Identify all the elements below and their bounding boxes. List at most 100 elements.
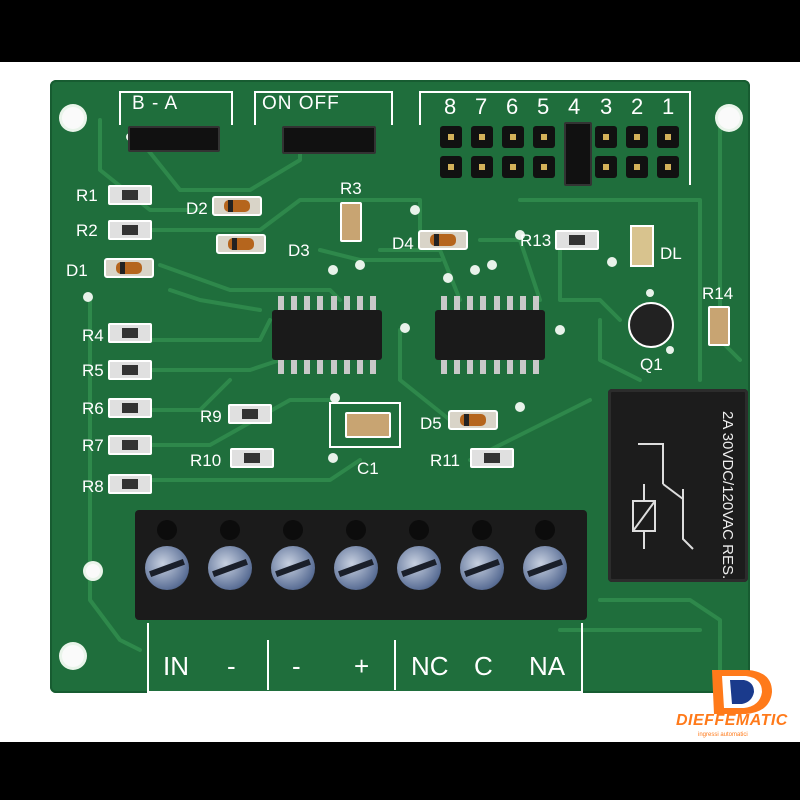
mounting-hole [62,107,84,129]
label-r3: R3 [340,179,362,198]
diode-d3 [216,234,266,254]
header-jumper[interactable] [564,122,592,186]
diode-d5 [448,410,498,430]
terminal-tab [409,520,429,540]
label-r9: R9 [200,407,222,426]
diode-d2 [212,196,262,216]
screw-terminal-block [135,510,587,620]
header-number: 8 [444,94,457,119]
resistor-r3 [340,202,362,242]
header-pin [595,126,617,148]
label-d1: D1 [66,261,88,280]
mounting-hole [62,645,84,667]
header-number: 6 [506,94,519,119]
diode-d4 [418,230,468,250]
header-pin [471,156,493,178]
label-r2: R2 [76,221,98,240]
terminal-tab [535,520,555,540]
relay: 2A 30VDC/120VAC RES. [608,389,748,582]
terminal-tab [220,520,240,540]
label-r13: R13 [520,231,552,250]
dieffematic-logo [712,670,772,714]
header-number: 3 [600,94,613,119]
ic-chip-right [435,296,545,374]
header-pin [595,156,617,178]
resistor-r13 [555,230,599,250]
terminal-screw[interactable] [523,546,567,590]
terminal-label: C [474,651,493,681]
terminal-tab [283,520,303,540]
jumper-ba-label: B - A [132,93,179,114]
header-number: 1 [662,94,675,119]
header-pin [533,156,555,178]
terminal-screw[interactable] [271,546,315,590]
terminal-label: - [292,651,301,681]
header-pin [471,126,493,148]
resistor-r8 [108,474,152,494]
mounting-hole [718,107,740,129]
header-pin [440,126,462,148]
resistor-r7 [108,435,152,455]
label-c1: C1 [357,459,379,478]
label-r14: R14 [702,284,734,303]
header-number: 5 [537,94,550,119]
terminal-screw[interactable] [334,546,378,590]
top-black-band [0,0,800,62]
resistor-r9 [228,404,272,424]
header-number: 2 [631,94,644,119]
header-number: 7 [475,94,488,119]
header-pin [440,156,462,178]
resistor-r6 [108,398,152,418]
resistor-r4 [108,323,152,343]
header-pin [626,156,648,178]
terminal-label: NA [529,651,566,681]
led-dl [630,225,654,267]
resistor-r2 [108,220,152,240]
terminal-screw[interactable] [145,546,189,590]
header-pin [502,156,524,178]
terminal-label: NC [411,651,449,681]
jumper-ba[interactable] [128,126,220,152]
terminal-screw[interactable] [208,546,252,590]
resistor-r5 [108,360,152,380]
logo-wordmark: DIEFFEMATIC [676,712,788,729]
header-pin [657,156,679,178]
label-r7: R7 [82,436,104,455]
label-r10: R10 [190,451,222,470]
label-dl: DL [660,244,682,263]
label-d4: D4 [392,234,414,253]
capacitor-c1 [345,412,391,438]
label-r1: R1 [76,186,98,205]
terminal-tab [157,520,177,540]
ic-chip-left [272,296,382,374]
terminal-label: + [354,651,370,681]
jumper-onoff-label: ON OFF [262,93,340,114]
label-r4: R4 [82,326,104,345]
jumper-onoff[interactable] [282,126,376,154]
header-pin [626,126,648,148]
resistor-r10 [230,448,274,468]
header-pin [502,126,524,148]
bottom-black-band [0,742,800,800]
resistor-r11 [470,448,514,468]
transistor-q1 [628,302,674,348]
resistor-r1 [108,185,152,205]
label-r5: R5 [82,361,104,380]
terminal-tab [346,520,366,540]
resistor-r14 [708,306,730,346]
terminal-labels: IN - - + NC C NA [147,623,583,693]
label-d3: D3 [288,241,310,260]
label-r11: R11 [430,451,460,470]
terminal-screw[interactable] [397,546,441,590]
terminal-label: IN [163,651,189,681]
terminal-screw[interactable] [460,546,504,590]
header-pin [657,126,679,148]
label-d2: D2 [186,199,208,218]
label-r8: R8 [82,477,104,496]
relay-symbol [632,443,694,550]
terminal-label: - [227,651,236,681]
